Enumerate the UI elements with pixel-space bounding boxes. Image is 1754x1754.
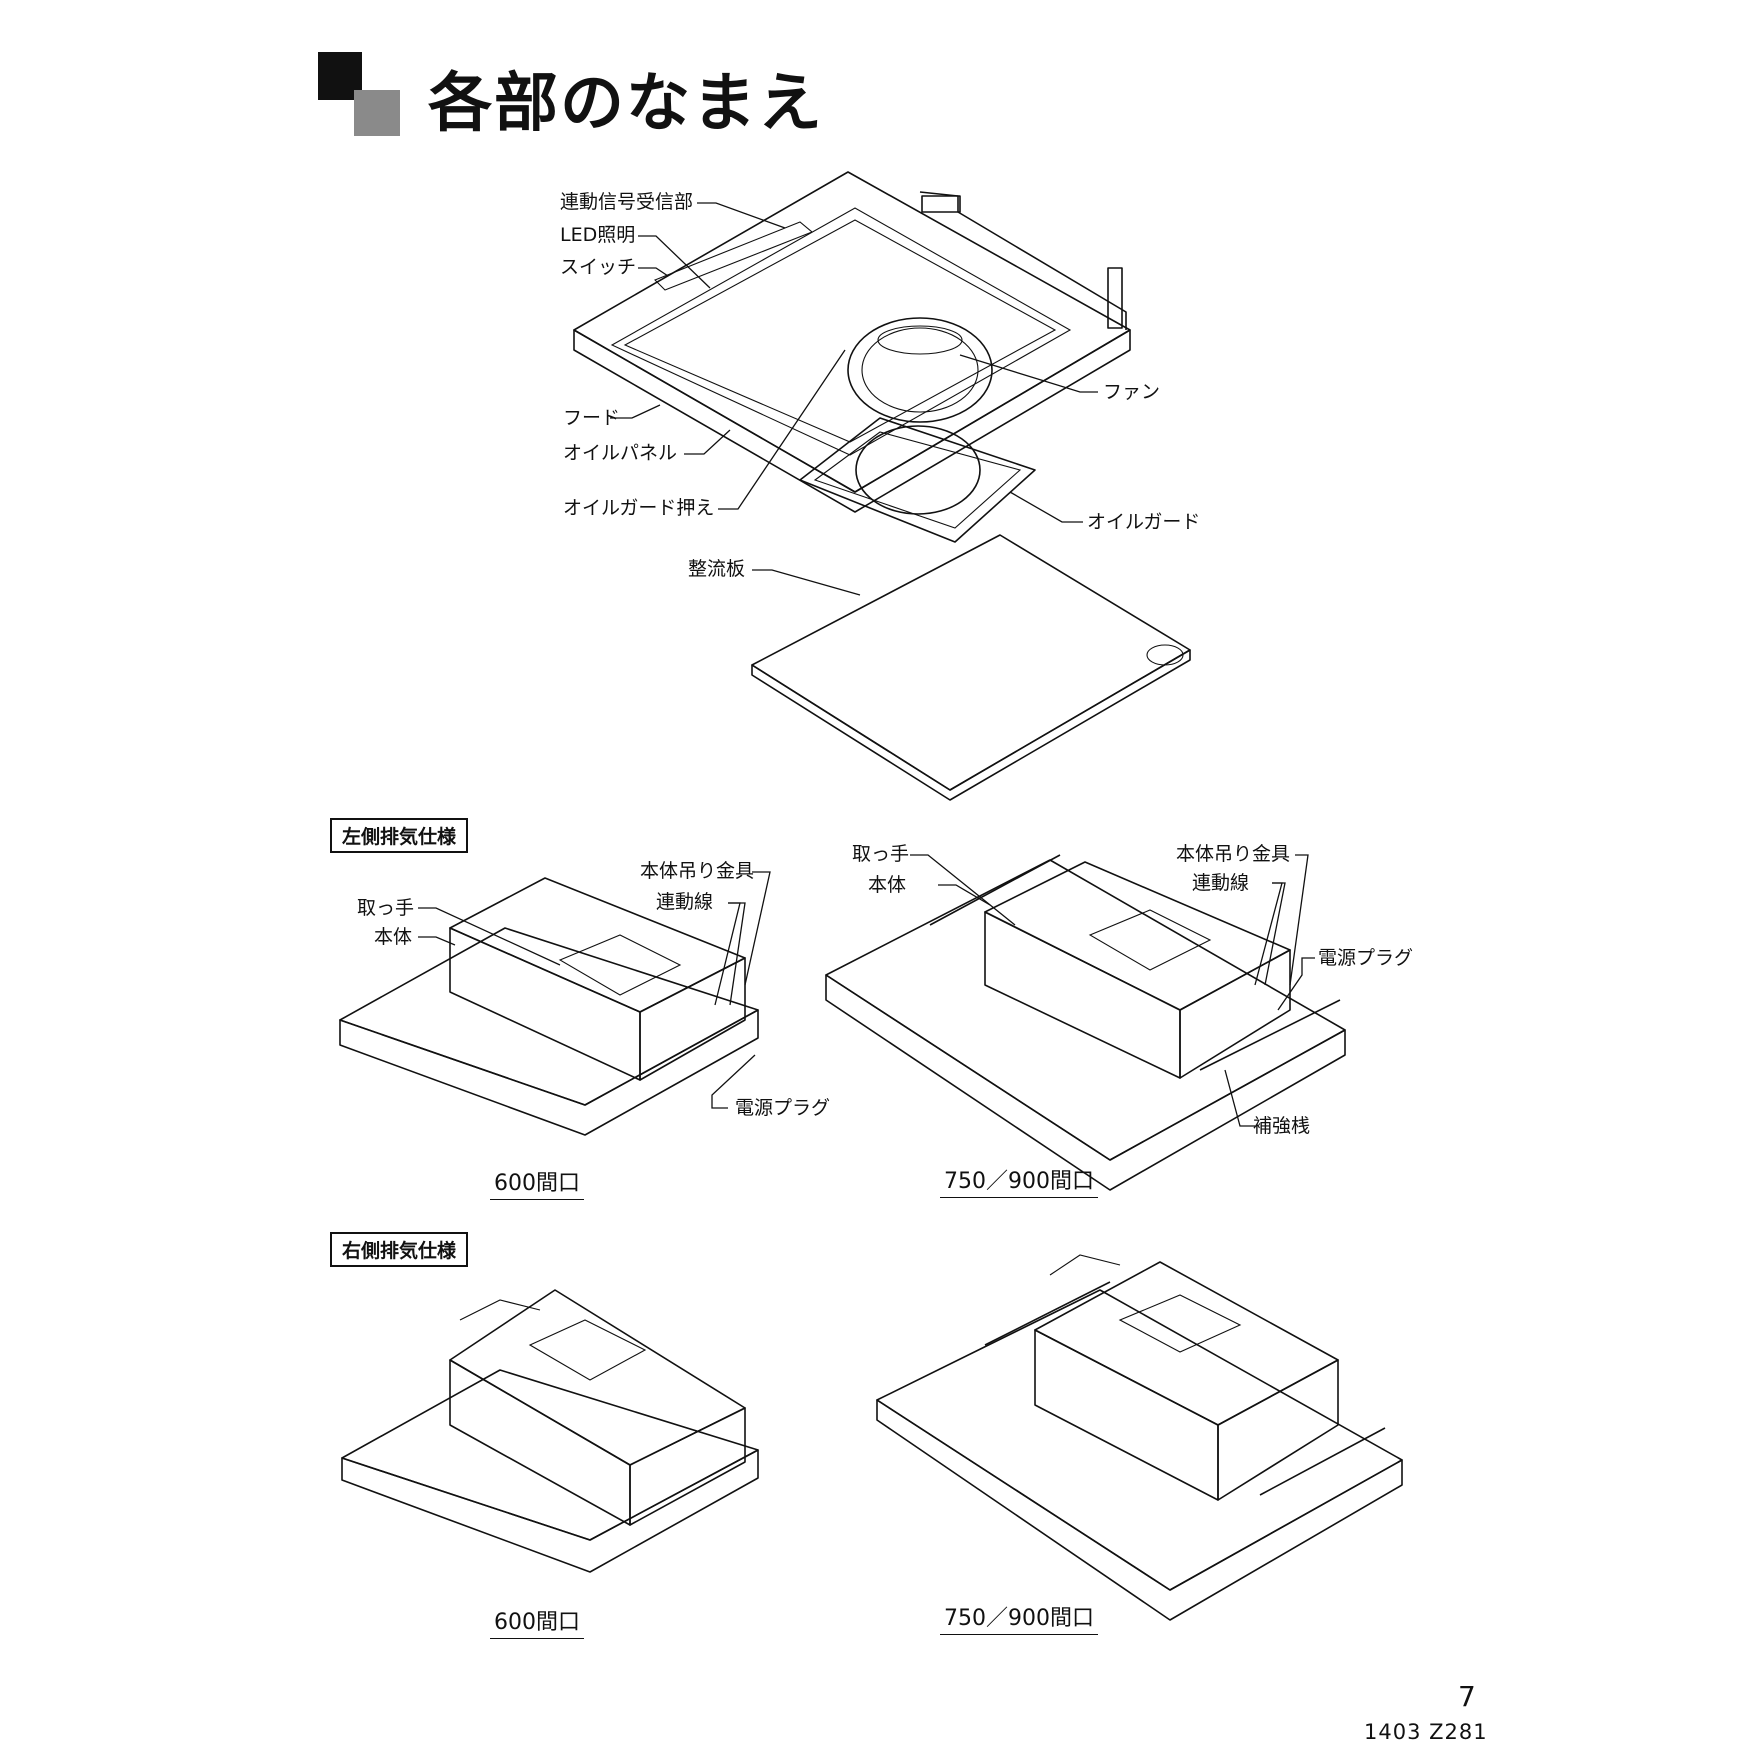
label-rectifier-plate: 整流板 — [688, 558, 746, 580]
right-600-illustration — [341, 1289, 759, 1573]
label-left750-power-plug: 電源プラグ — [1318, 947, 1414, 969]
left-600-leaders — [418, 871, 771, 1109]
left-750-leaders — [910, 854, 1315, 1127]
label-fan: ファン — [1103, 381, 1161, 403]
label-left600-handle: 取っ手 — [357, 897, 415, 919]
section-label-left-exhaust: 左側排気仕様 — [330, 818, 469, 853]
label-left750-interlock-wire: 連動線 — [1192, 872, 1250, 894]
left-600-illustration — [339, 877, 759, 1136]
label-oil-guard-holder: オイルガード押え — [563, 497, 715, 519]
document-code: 1403 Z281 — [1364, 1720, 1488, 1744]
label-oil-panel: オイルパネル — [563, 442, 678, 464]
right-750-illustration — [876, 1254, 1403, 1621]
caption-right-600: 600間口 — [490, 1604, 584, 1639]
label-left750-body: 本体 — [868, 874, 907, 896]
left-750-illustration — [825, 854, 1346, 1191]
page-number: 7 — [1458, 1680, 1476, 1713]
label-left600-body: 本体 — [374, 926, 413, 948]
label-left600-power-plug: 電源プラグ — [735, 1097, 831, 1119]
label-switch: スイッチ — [560, 256, 637, 278]
caption-right-750-900: 750／900間口 — [940, 1600, 1098, 1635]
label-left600-interlock-wire: 連動線 — [656, 891, 714, 913]
top-leader-lines — [610, 202, 1098, 596]
oil-guard-illustration — [799, 417, 1036, 543]
label-signal-receiver: 連動信号受信部 — [560, 191, 694, 213]
caption-left-600: 600間口 — [490, 1165, 584, 1200]
label-left600-hanger: 本体吊り金具 — [640, 860, 755, 882]
rectifier-plate-illustration — [751, 534, 1191, 801]
label-left750-reinforcement: 補強桟 — [1253, 1115, 1311, 1137]
label-oil-guard: オイルガード — [1087, 511, 1201, 533]
header-square-gray-icon — [354, 90, 400, 136]
label-led-light: LED照明 — [560, 224, 636, 246]
page-title: 各部のなまえ — [428, 67, 824, 141]
caption-left-750-900: 750／900間口 — [940, 1163, 1098, 1198]
label-left750-handle: 取っ手 — [852, 843, 910, 865]
hood-illustration — [573, 171, 1131, 513]
label-hood: フード — [563, 407, 621, 429]
label-left750-hanger: 本体吊り金具 — [1176, 843, 1291, 865]
section-label-right-exhaust: 右側排気仕様 — [330, 1232, 469, 1267]
